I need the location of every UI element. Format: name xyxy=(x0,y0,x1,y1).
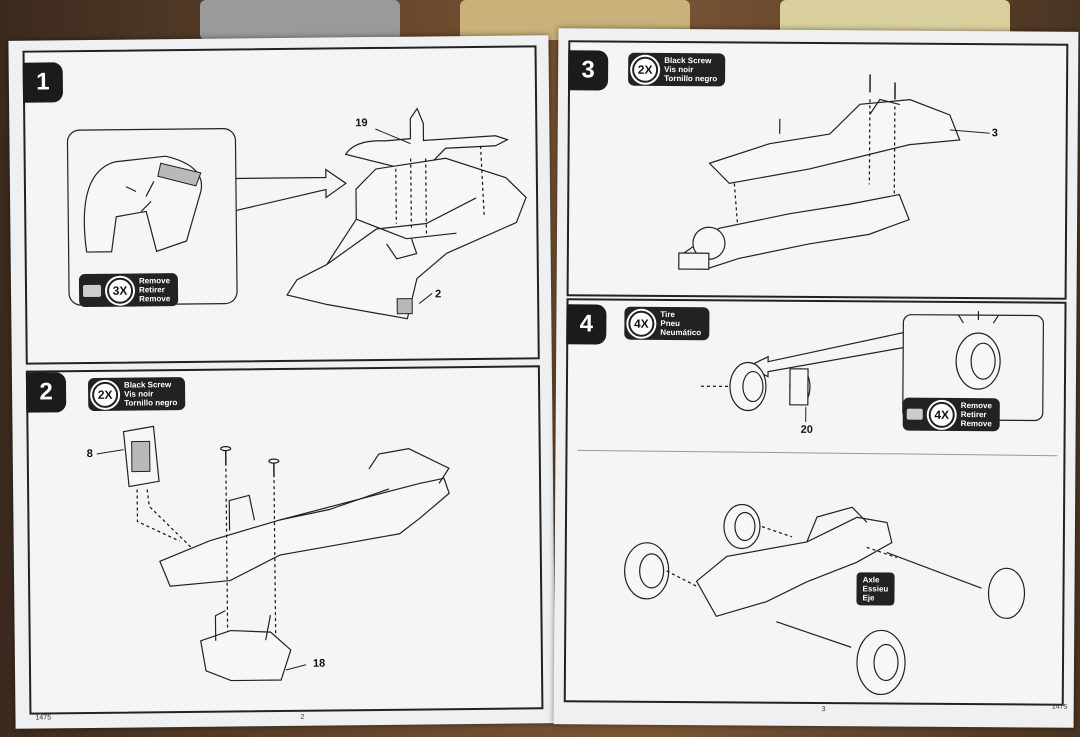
quantity-badge: 4X xyxy=(628,310,655,337)
screw-text: Black Screw Vis noir Tornillo negro xyxy=(664,55,718,84)
step-2-illustration xyxy=(96,425,450,682)
remove-text: Remove Retirer Remove xyxy=(138,276,171,304)
screw-text: Black Screw Vis noir Tornillo negro xyxy=(123,380,178,408)
remove-instruction-tag: 3X Remove Retirer Remove xyxy=(78,273,179,308)
step-4-panel: 4 20 4X xyxy=(563,298,1067,706)
instruction-page-left: 1 19 2 3X Remove Retirer Remove xyxy=(8,35,556,729)
step-3-panel: 3 3 2X Black Screw Vis noir Tornillo neg… xyxy=(566,40,1069,300)
screw-tag: 2X Black Screw Vis noir Tornillo negro xyxy=(87,377,186,412)
parts-bag xyxy=(200,0,400,40)
page-number: 3 xyxy=(821,706,826,714)
tire-text: Tire Pneu Neumático xyxy=(660,309,702,338)
remove-text: Remove Retirer Remove xyxy=(960,401,992,429)
sprue-icon xyxy=(906,408,923,420)
quantity-badge: 2X xyxy=(91,381,119,408)
axle-label: Axle Essieu Eje xyxy=(856,572,895,606)
tire-tag: 4X Tire Pneu Neumático xyxy=(624,306,710,341)
footer-code: 1475 xyxy=(35,714,52,722)
callout-part-19: 19 xyxy=(355,117,368,130)
remove-instruction-tag: 4X Remove Retirer Remove xyxy=(902,397,1000,432)
callout-part-8: 8 xyxy=(86,447,93,461)
callout-part-18: 18 xyxy=(312,657,326,670)
step-1-illustration xyxy=(66,107,527,320)
quantity-badge: 4X xyxy=(928,401,955,428)
page-number: 2 xyxy=(300,713,305,721)
callout-part-3: 3 xyxy=(991,127,998,140)
callout-part-2: 2 xyxy=(435,288,442,301)
quantity-badge: 3X xyxy=(106,277,134,304)
quantity-badge: 2X xyxy=(632,56,659,83)
sprue-icon xyxy=(82,284,102,297)
step-4-illustration xyxy=(577,311,1058,696)
instruction-page-right: 3 3 2X Black Screw Vis noir Tornillo neg… xyxy=(553,28,1079,728)
step-3-illustration xyxy=(678,74,990,270)
step-2-panel: 2 8 18 2X Black Screw Vis noir Torn xyxy=(25,365,544,715)
screw-tag: 2X Black Screw Vis noir Tornillo negro xyxy=(628,52,726,87)
footer-code: 1475 xyxy=(1051,703,1068,711)
callout-part-20: 20 xyxy=(800,423,813,436)
step-1-panel: 1 19 2 3X Remove Retirer Remove xyxy=(22,45,540,365)
